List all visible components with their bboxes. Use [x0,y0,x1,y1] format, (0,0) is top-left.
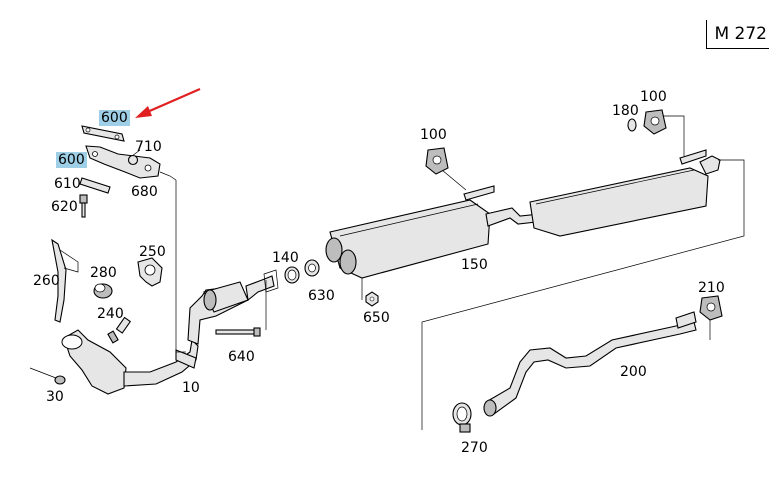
callout-150[interactable]: 150 [461,257,488,273]
callout-180[interactable]: 180 [612,103,639,119]
callout-640[interactable]: 640 [228,349,255,365]
callout-610[interactable]: 610 [54,176,81,192]
oxygen-sensor-240[interactable] [107,316,132,344]
callout-140[interactable]: 140 [272,250,299,266]
callout-710[interactable]: 710 [135,139,162,155]
clip-180[interactable] [627,118,637,132]
bracket-680[interactable] [85,145,161,179]
callout-630[interactable]: 630 [308,288,335,304]
callout-30[interactable]: 30 [46,389,64,405]
clamp-250[interactable] [137,257,163,287]
callout-600-upper[interactable]: 600 [99,110,130,126]
callout-10[interactable]: 10 [182,380,200,396]
callout-270[interactable]: 270 [461,440,488,456]
callout-210[interactable]: 210 [698,280,725,296]
callout-680[interactable]: 680 [131,184,158,200]
catalytic-converter-10[interactable] [61,329,199,395]
callout-100-right[interactable]: 100 [640,89,667,105]
bolt-640[interactable] [215,280,267,337]
rubber-mount-100-right[interactable] [643,109,667,135]
nut-650[interactable] [365,291,379,307]
callout-100-left[interactable]: 100 [420,127,447,143]
gasket-630[interactable] [304,259,320,277]
ring-140[interactable] [263,266,300,293]
tail-pipe-200[interactable] [483,311,697,417]
rubber-mount-210[interactable] [699,295,723,321]
callout-600-lower[interactable]: 600 [56,152,87,168]
callout-260[interactable]: 260 [33,273,60,289]
callout-240[interactable]: 240 [97,306,124,322]
engine-model-label: M 272 [706,20,769,49]
callout-250[interactable]: 250 [139,244,166,260]
callout-620[interactable]: 620 [51,199,78,215]
clamp-270[interactable] [452,402,472,433]
callout-200[interactable]: 200 [620,364,647,380]
rubber-mount-100-left[interactable] [425,147,449,175]
heat-shield-260[interactable] [51,238,79,323]
bracket-600-upper[interactable] [81,125,125,142]
callout-650[interactable]: 650 [363,310,390,326]
callout-280[interactable]: 280 [90,265,117,281]
bracket-600-lower[interactable] [79,177,111,194]
muffler-150[interactable] [325,149,721,279]
sensor-280[interactable] [93,283,113,299]
front-pipe-resonator[interactable] [187,275,275,345]
bolt-30[interactable] [29,367,66,385]
bolt-620[interactable] [79,194,88,218]
pointer-arrow [135,87,201,118]
